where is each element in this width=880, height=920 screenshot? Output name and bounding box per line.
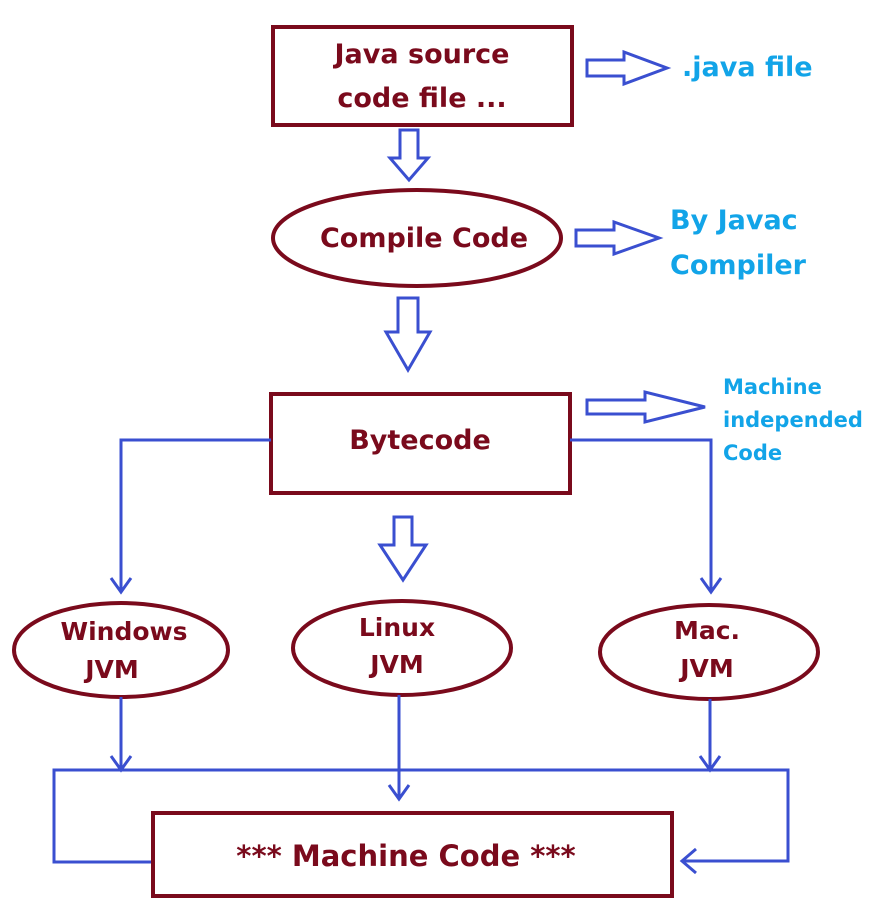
arrow-to-javac-note xyxy=(574,219,664,257)
mac-jvm-label-line1: Mac. xyxy=(674,616,740,645)
frame-left xyxy=(52,768,790,864)
arrowhead-linux-down xyxy=(387,784,411,802)
arrowhead-machine-code xyxy=(679,847,697,875)
arrow-to-independent-note xyxy=(585,390,706,424)
linux-jvm-label-line1: Linux xyxy=(359,613,435,642)
source-code-box xyxy=(271,25,574,127)
arrowhead-mac xyxy=(699,577,723,595)
arrowhead-windows xyxy=(109,577,133,595)
mac-jvm-label-line2: JVM xyxy=(678,654,734,683)
connector-bytecode-to-mac xyxy=(570,438,713,590)
linux-jvm-ellipse xyxy=(291,599,513,697)
compile-code-ellipse xyxy=(271,188,563,288)
machine-code-label: *** Machine Code *** xyxy=(236,839,575,873)
windows-jvm-label-line1: Windows xyxy=(61,617,188,646)
java-file-note: .java file xyxy=(682,52,813,83)
independent-note-line2: independed xyxy=(723,408,863,432)
javac-note-line2: Compiler xyxy=(670,250,807,281)
arrow-bytecode-to-linux xyxy=(377,515,429,583)
arrow-compile-to-bytecode xyxy=(383,296,433,373)
bytecode-label: Bytecode xyxy=(349,425,491,456)
arrow-source-to-compile xyxy=(386,128,432,183)
arrow-to-java-file-note xyxy=(585,49,672,87)
windows-jvm-label-line2: JVM xyxy=(83,655,139,684)
javac-note-line1: By Javac xyxy=(670,205,798,236)
independent-note-line1: Machine xyxy=(723,375,822,399)
machine-code-box xyxy=(151,811,674,898)
compile-code-label: Compile Code xyxy=(320,223,528,254)
independent-note-line3: Code xyxy=(723,441,782,465)
source-code-label-line1: Java source xyxy=(333,39,510,70)
bytecode-box xyxy=(269,392,572,495)
linux-jvm-label-line2: JVM xyxy=(368,650,424,679)
connector-bytecode-to-windows xyxy=(119,438,271,590)
source-code-label-line2: code file ... xyxy=(337,83,506,114)
